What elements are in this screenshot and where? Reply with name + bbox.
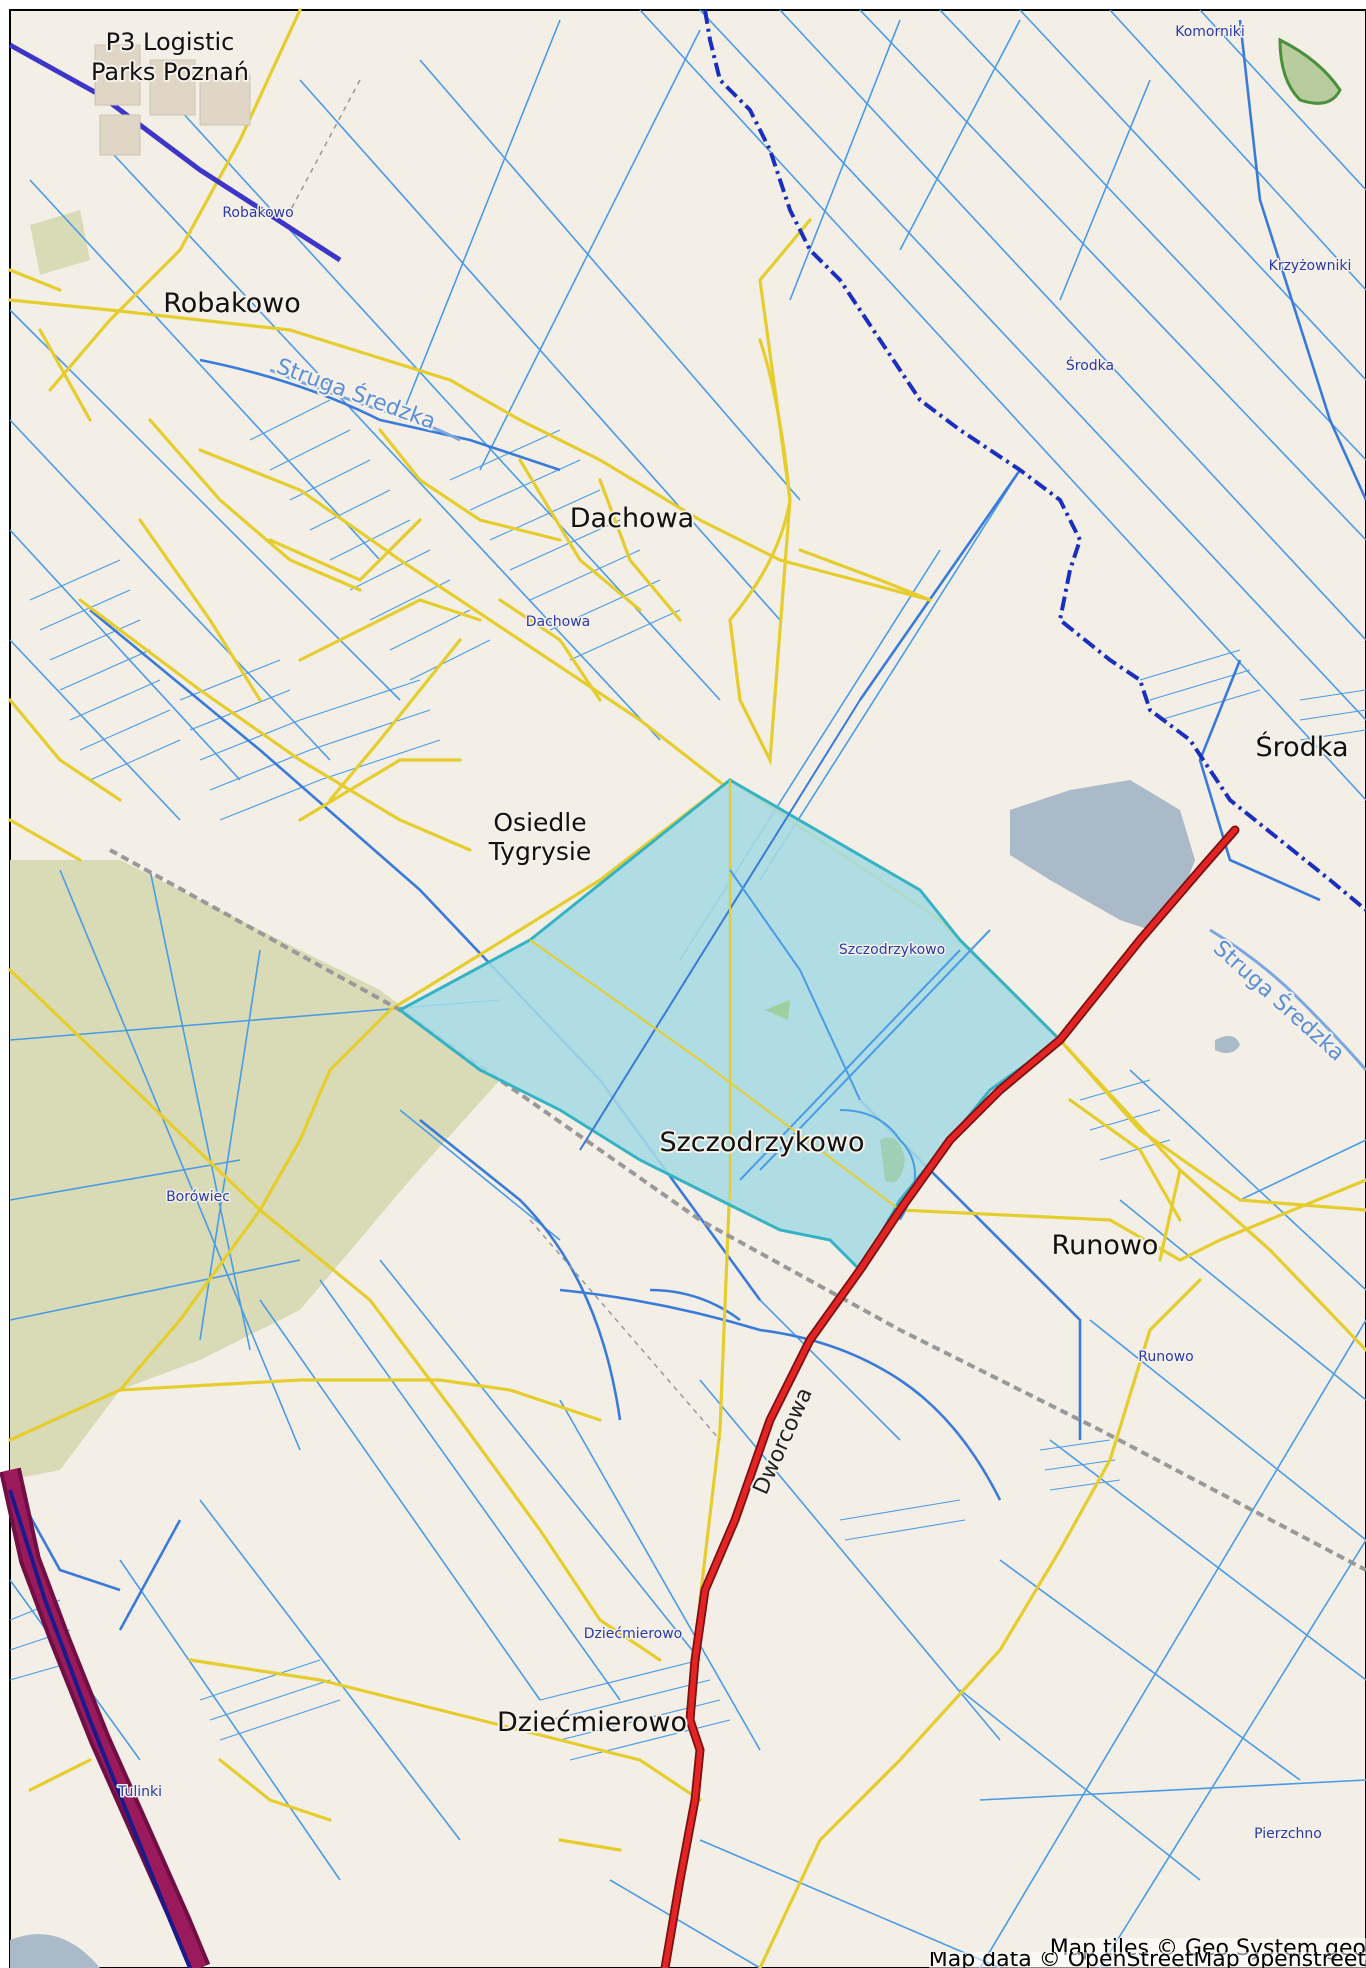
label-srodka-small: Środka [1066, 356, 1114, 374]
label-krzyzowniki: Krzyżowniki [1269, 258, 1352, 274]
label-robakowo-small: Robakowo [222, 205, 293, 221]
railway [109, 848, 1366, 1572]
forest-area [10, 860, 500, 1480]
polygon-pond [880, 1137, 905, 1183]
parcel-boundaries [9, 9, 1366, 1968]
streams [8, 19, 1366, 1631]
label-p3-line1: P3 Logistic [106, 28, 235, 56]
water-corner [10, 1934, 100, 1968]
label-tulinki: Tulinki [117, 1784, 162, 1800]
lake [1010, 780, 1195, 930]
park-area [1278, 37, 1342, 105]
label-komorniki: Komorniki [1175, 24, 1245, 40]
minor-roads [8, 8, 1366, 1968]
struga-sredzka-river [269, 368, 461, 442]
struga-sredzka-river-east [1209, 928, 1366, 1071]
label-osiedle-line1: Osiedle [493, 808, 586, 837]
power-line [8, 42, 342, 263]
label-dachowa: Dachowa [570, 503, 694, 534]
attribution-data[interactable]: Map data © OpenStreetMap openstreet [928, 1952, 1366, 1968]
label-p3-line2: Parks Poznań [91, 58, 249, 86]
label-szczodrzykowo: Szczodrzykowo [659, 1127, 864, 1158]
highlighted-area-lines [529, 699, 991, 1221]
label-runowo-small: Runowo [1138, 1349, 1193, 1365]
label-robakowo: Robakowo [163, 288, 301, 319]
admin-boundary [703, 9, 1366, 912]
label-borowiec: Borówiec [166, 1189, 230, 1205]
pond [1215, 1036, 1240, 1054]
forest-area-north [30, 210, 90, 275]
industrial-buildings [94, 44, 251, 156]
label-pierzchno: Pierzchno [1254, 1826, 1322, 1842]
label-dziecmierowo-small: Dziećmierowo [584, 1626, 683, 1642]
dworcowa-road[interactable] [662, 827, 1238, 1968]
label-osiedle-line2: Tygrysie [488, 837, 591, 866]
highway-inner-lane [8, 1489, 192, 1968]
track [529, 1219, 721, 1441]
polygon-green-patch [765, 1000, 790, 1020]
label-dziecmierowo: Dziećmierowo [497, 1707, 687, 1738]
label-srodka: Środka [1255, 731, 1348, 763]
label-runowo: Runowo [1052, 1230, 1159, 1261]
label-szczodrzykowo-small: Szczodrzykowo [839, 942, 945, 958]
label-dachowa-small: Dachowa [526, 614, 591, 630]
track-north [279, 79, 361, 231]
